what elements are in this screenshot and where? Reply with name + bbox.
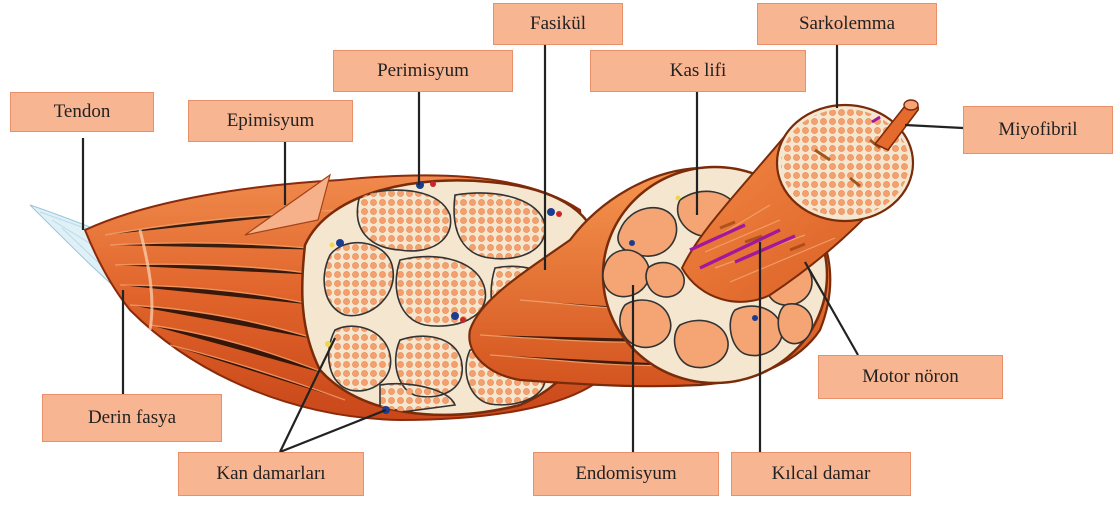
label-kas-lifi: Kas lifi — [590, 50, 806, 92]
label-derin-fasya: Derin fasya — [42, 394, 222, 442]
label-kilcal-damar: Kılcal damar — [731, 452, 911, 496]
label-perimisyum: Perimisyum — [333, 50, 513, 92]
label-motor-noron: Motor nöron — [818, 355, 1003, 399]
label-sarkolemma: Sarkolemma — [757, 3, 937, 45]
leader-kan-damarlari-2 — [280, 410, 386, 452]
label-kan-damarlari: Kan damarları — [178, 452, 364, 496]
leader-miyofibril — [905, 125, 963, 128]
label-fasikul: Fasikül — [493, 3, 623, 45]
label-endomisyum: Endomisyum — [533, 452, 719, 496]
label-epimisyum: Epimisyum — [188, 100, 353, 142]
label-miyofibril: Miyofibril — [963, 106, 1113, 154]
label-tendon: Tendon — [10, 92, 154, 132]
